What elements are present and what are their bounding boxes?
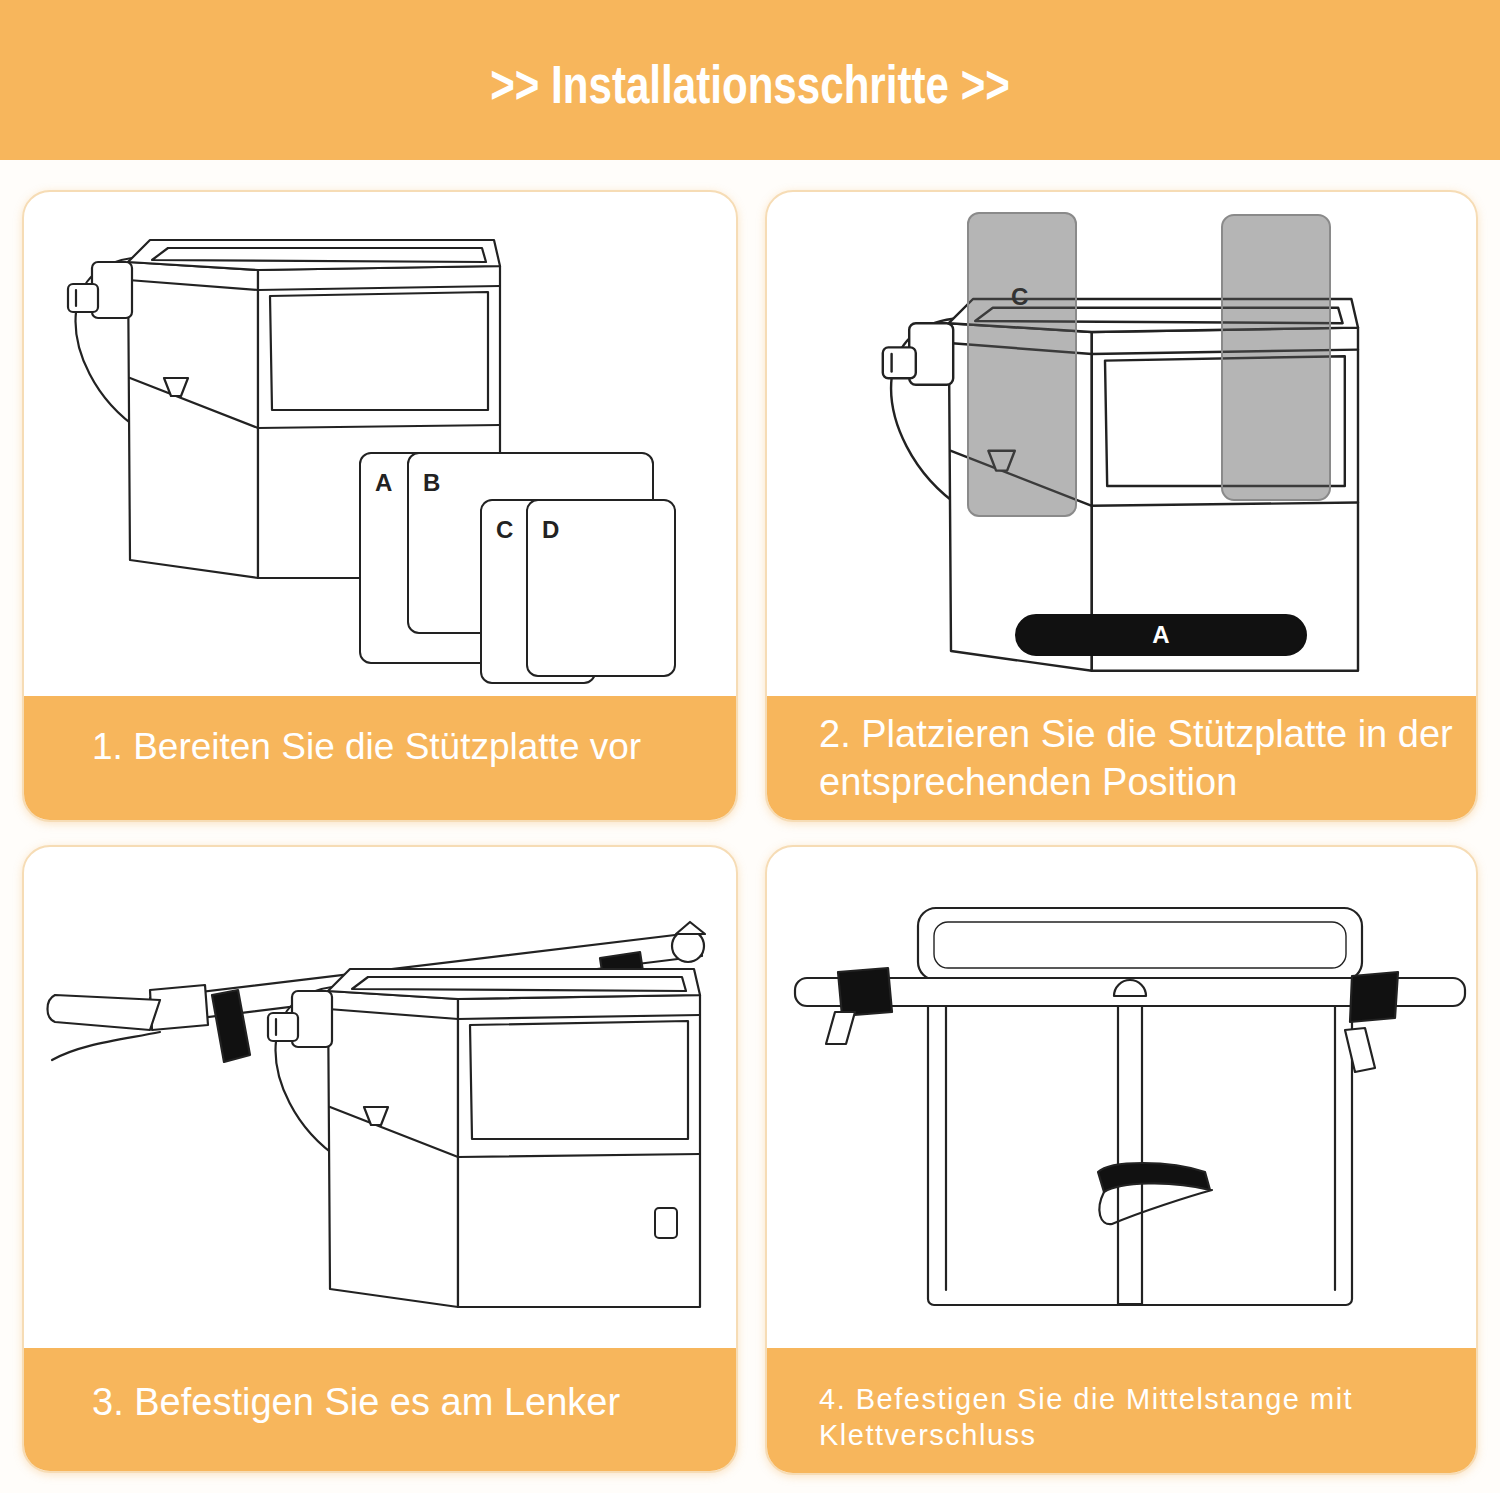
step-panel: 1. Bereiten Sie die Stützplatte vorABCD: [22, 190, 738, 822]
title-text: >> Installationsschritte >>: [165, 52, 1335, 116]
plate-letter: A: [1017, 622, 1305, 648]
support-plate: D: [526, 499, 676, 677]
step-caption: 4. Befestigen Sie die Mittelstange mit K…: [819, 1381, 1459, 1453]
plate-letter: C: [496, 517, 513, 543]
step-caption: 1. Bereiten Sie die Stützplatte vor: [92, 725, 752, 769]
step-panel: 3. Befestigen Sie es am Lenker: [22, 845, 738, 1473]
support-plate: A: [1015, 614, 1307, 656]
plate-letter: B: [423, 470, 440, 496]
step-panel: 2. Platzieren Sie die Stützplatte in der…: [765, 190, 1478, 822]
plate-letter: C: [1011, 284, 1028, 310]
step-caption: 3. Befestigen Sie es am Lenker: [92, 1380, 752, 1424]
step-caption: 2. Platzieren Sie die Stützplatte in der…: [819, 710, 1475, 806]
support-plate: C: [967, 212, 1077, 517]
plate-letter: A: [375, 470, 392, 496]
step-panel: 4. Befestigen Sie die Mittelstange mit K…: [765, 845, 1478, 1475]
plate-letter: D: [542, 517, 559, 543]
